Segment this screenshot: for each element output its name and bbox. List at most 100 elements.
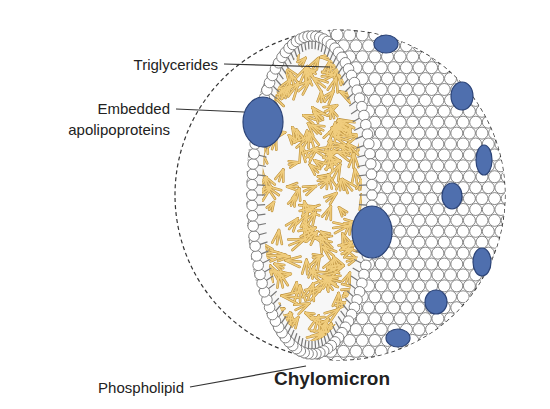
triglyceride bbox=[309, 257, 320, 267]
phospholipid-head bbox=[224, 236, 236, 248]
phospholipid-head bbox=[256, 51, 268, 63]
triglyceride-outline bbox=[261, 339, 270, 349]
phospholipid-head bbox=[457, 291, 469, 303]
triglyceride-outline bbox=[258, 324, 267, 329]
phospholipid-head bbox=[495, 247, 507, 259]
phospholipid-head bbox=[237, 258, 249, 270]
phospholipid-head bbox=[463, 149, 475, 161]
phospholipid-head bbox=[400, 83, 412, 95]
phospholipid-head bbox=[445, 160, 457, 172]
phospholipid-head bbox=[369, 334, 381, 346]
phospholipid-head bbox=[382, 138, 394, 150]
triglyceride bbox=[324, 193, 336, 197]
phospholipid-head bbox=[482, 51, 494, 63]
triglyceride bbox=[342, 273, 349, 281]
phospholipid-head bbox=[394, 291, 406, 303]
phospholipid-head bbox=[394, 160, 406, 172]
triglyceride bbox=[297, 283, 300, 293]
triglyceride-outline bbox=[263, 310, 266, 327]
triglyceride-outline bbox=[264, 67, 267, 77]
phospholipid-head bbox=[400, 345, 412, 357]
triglyceride-outline bbox=[263, 324, 266, 334]
triglyceride bbox=[300, 66, 307, 82]
phospholipid-head bbox=[274, 345, 286, 357]
phospholipid-head bbox=[382, 356, 394, 368]
phospholipid-head bbox=[501, 236, 513, 248]
phospholipid-head bbox=[445, 356, 457, 368]
phospholipid-head bbox=[237, 18, 249, 30]
triglyceride-outline bbox=[300, 145, 301, 162]
phospholipid-head bbox=[394, 313, 406, 325]
phospholipid-head bbox=[243, 291, 255, 303]
phospholipid-head bbox=[394, 269, 406, 281]
phospholipid-head bbox=[495, 116, 507, 128]
phospholipid-head bbox=[400, 302, 412, 314]
phospholipid-head bbox=[224, 127, 236, 139]
phospholipid-head bbox=[400, 236, 412, 248]
phospholipid-head bbox=[419, 138, 431, 150]
phospholipid-head bbox=[501, 280, 513, 292]
triglyceride bbox=[333, 257, 335, 269]
phospholipid-head bbox=[363, 18, 375, 30]
triglyceride-outline bbox=[287, 183, 297, 187]
phospholipid-head bbox=[432, 29, 444, 41]
phospholipid-head bbox=[426, 214, 438, 226]
phospholipid-head bbox=[312, 18, 324, 30]
triglyceride-outline bbox=[256, 327, 269, 338]
triglyceride-outline bbox=[264, 327, 270, 342]
phospholipid-head bbox=[356, 356, 368, 368]
phospholipid-head bbox=[243, 334, 255, 346]
phospholipid-head bbox=[230, 334, 242, 346]
phospholipid-head bbox=[445, 116, 457, 128]
triglyceride-outline bbox=[262, 255, 273, 260]
triglyceride-outline bbox=[261, 153, 265, 164]
phospholipid-head bbox=[482, 94, 494, 106]
phospholipid-head bbox=[375, 127, 387, 139]
phospholipid-head bbox=[369, 356, 381, 368]
triglyceride-outline bbox=[363, 56, 378, 66]
phospholipid-head bbox=[457, 334, 469, 346]
phospholipid-head bbox=[413, 18, 425, 30]
phospholipid-surface bbox=[224, 18, 513, 368]
phospholipid-head bbox=[382, 182, 394, 194]
phospholipid-head bbox=[495, 313, 507, 325]
phospholipid-head bbox=[463, 18, 475, 30]
phospholipid-head bbox=[419, 203, 431, 215]
triglyceride bbox=[357, 73, 366, 77]
phospholipid-head bbox=[501, 127, 513, 139]
triglyceride bbox=[313, 254, 322, 255]
phospholipid-head bbox=[400, 127, 412, 139]
phospholipid-head bbox=[476, 193, 488, 205]
phospholipid-head bbox=[463, 62, 475, 74]
phospholipid-head bbox=[394, 203, 406, 215]
phospholipid-head bbox=[489, 302, 501, 314]
triglyceride-outline bbox=[318, 180, 329, 181]
triglyceride-outline bbox=[259, 327, 269, 339]
phospholipid-head bbox=[224, 171, 236, 183]
triglyceride-outline bbox=[345, 339, 358, 341]
phospholipid-head bbox=[382, 73, 394, 85]
phospholipid-head bbox=[350, 40, 362, 52]
phospholipid-head bbox=[445, 334, 457, 346]
phospholipid-head bbox=[394, 51, 406, 63]
phospholipid-head bbox=[495, 138, 507, 150]
phospholipid-head bbox=[501, 193, 513, 205]
triglyceride bbox=[261, 339, 273, 345]
triglyceride bbox=[327, 268, 339, 273]
triglyceride bbox=[303, 201, 304, 215]
phospholipid-head bbox=[350, 345, 362, 357]
triglyceride-outline bbox=[292, 283, 297, 293]
phospholipid-head bbox=[489, 345, 501, 357]
phospholipid-head bbox=[451, 345, 463, 357]
phospholipid-head bbox=[237, 62, 249, 74]
phospholipid-head bbox=[438, 62, 450, 74]
phospholipid-head bbox=[237, 40, 249, 52]
phospholipid-head bbox=[407, 73, 419, 85]
phospholipid-head bbox=[243, 269, 255, 281]
phospholipid-head bbox=[419, 73, 431, 85]
phospholipid-head bbox=[501, 214, 513, 226]
phospholipid-head bbox=[407, 160, 419, 172]
triglyceride-outline bbox=[256, 47, 264, 58]
phospholipid-head bbox=[501, 302, 513, 314]
phospholipid-head bbox=[470, 51, 482, 63]
